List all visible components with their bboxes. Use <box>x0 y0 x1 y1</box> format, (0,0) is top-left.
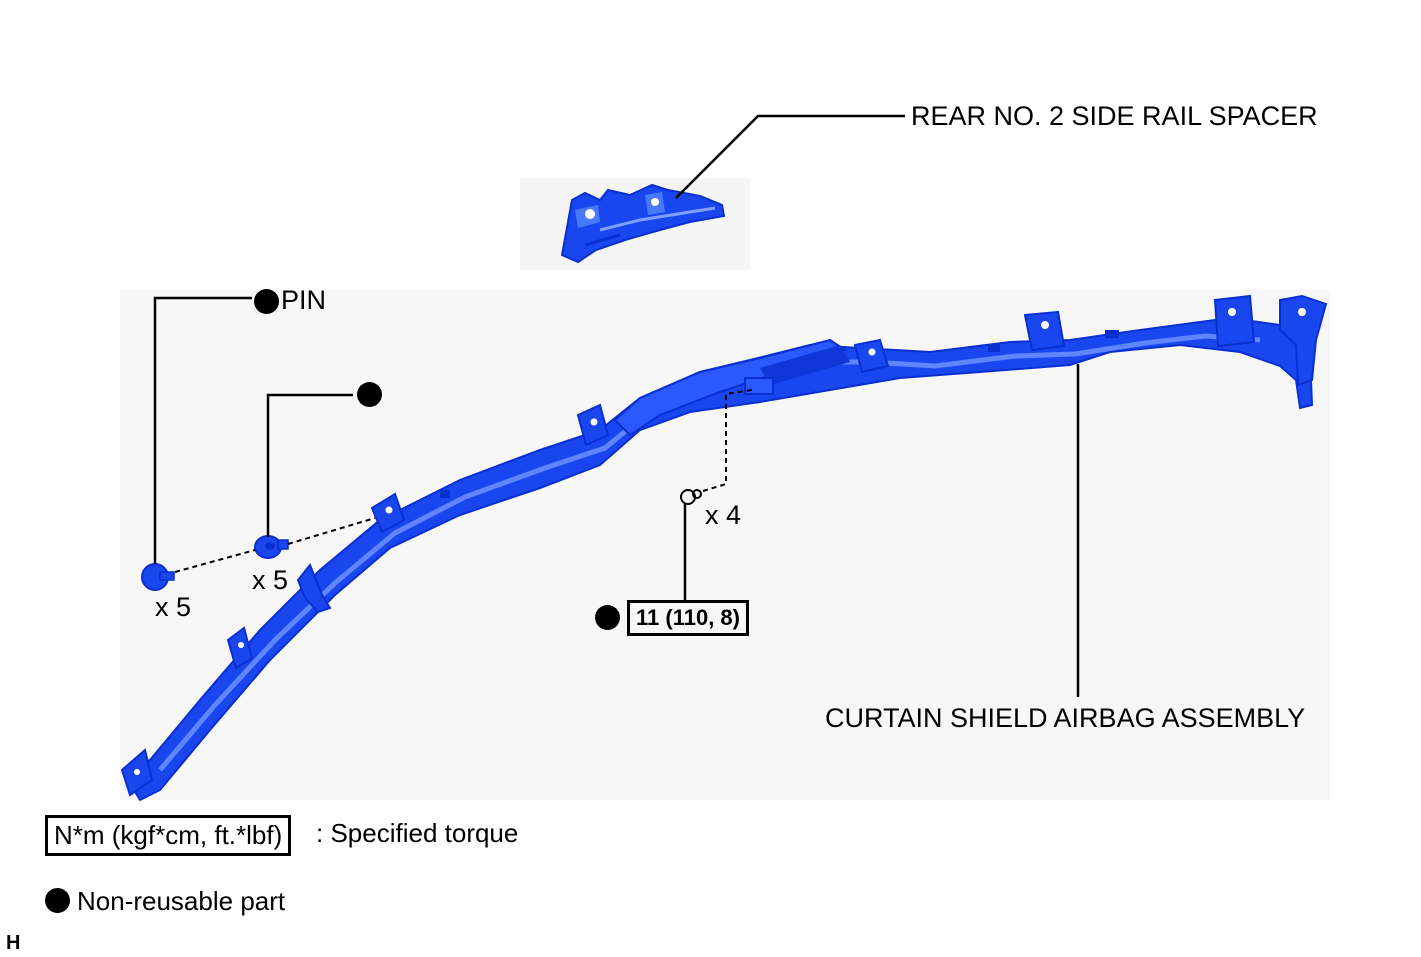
pin-label: PIN <box>281 285 327 315</box>
legend-nonreusable-label: Non-reusable part <box>77 886 286 916</box>
legend-nonreusable-icon <box>45 888 70 913</box>
nut-part <box>680 489 702 505</box>
curtain-shield-airbag <box>120 294 1328 802</box>
corner-mark: H <box>6 932 21 954</box>
installation-lines <box>174 389 753 573</box>
clip-quantity: x 5 <box>252 565 289 595</box>
nut-quantity: x 4 <box>705 500 742 530</box>
pin-nonreusable-icon <box>254 289 279 314</box>
legend-torque-desc: : Specified torque <box>316 818 519 848</box>
torque-value-box: 11 (110, 8) <box>627 600 749 637</box>
clip-leader <box>266 393 353 537</box>
pin-leader <box>153 296 252 564</box>
legend-torque-unit-box: N*m (kgf*cm, ft.*lbf) <box>45 815 292 856</box>
spacer-leader <box>675 114 905 199</box>
nut-nonreusable-icon <box>595 605 620 630</box>
clip-nonreusable-icon <box>357 382 382 407</box>
rear-side-rail-spacer <box>560 183 726 264</box>
spacer-label: REAR NO. 2 SIDE RAIL SPACER <box>911 101 1318 131</box>
leader-lines <box>153 114 1080 697</box>
pin-quantity: x 5 <box>155 592 192 622</box>
curtain-label: CURTAIN SHIELD AIRBAG ASSEMBLY <box>825 703 1306 733</box>
